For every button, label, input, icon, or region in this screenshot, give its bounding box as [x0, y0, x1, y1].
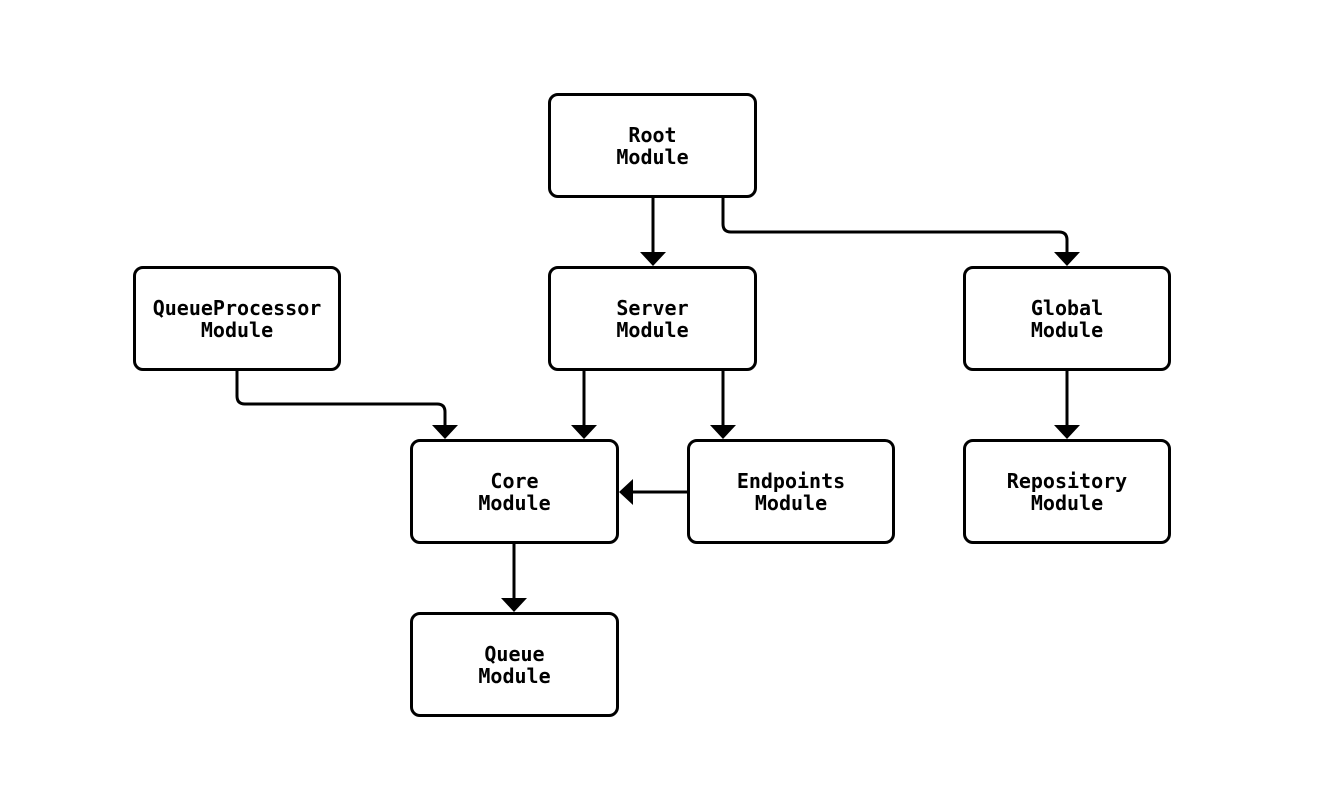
edge-server-endpoints — [710, 371, 736, 439]
edge-global-repository — [1054, 371, 1080, 439]
edge-root-global — [721, 198, 1080, 266]
node-endpoints-module-label: Endpoints Module — [736, 468, 846, 515]
node-global-module-label: Global Module — [1030, 295, 1104, 342]
node-queue-module-label: Queue Module — [478, 641, 551, 688]
node-root-module-label: Root Module — [616, 122, 689, 169]
edge-queueprocessor-core — [235, 371, 458, 439]
node-queue-module[interactable]: Queue Module — [410, 612, 619, 717]
node-core-module[interactable]: Core Module — [410, 439, 619, 544]
node-server-module-label: Server Module — [616, 295, 689, 342]
node-repository-module[interactable]: Repository Module — [963, 439, 1171, 544]
edge-endpoints-core — [619, 479, 687, 505]
node-global-module[interactable]: Global Module — [963, 266, 1171, 371]
node-endpoints-module[interactable]: Endpoints Module — [687, 439, 895, 544]
node-queueprocessor-module[interactable]: QueueProcessor Module — [133, 266, 341, 371]
edge-root-server — [640, 198, 666, 266]
node-core-module-label: Core Module — [478, 468, 551, 515]
edge-server-core — [571, 371, 597, 439]
edge-core-queue — [501, 544, 527, 612]
node-root-module[interactable]: Root Module — [548, 93, 757, 198]
node-server-module[interactable]: Server Module — [548, 266, 757, 371]
node-queueprocessor-module-label: QueueProcessor Module — [152, 295, 322, 342]
node-repository-module-label: Repository Module — [1006, 468, 1128, 515]
